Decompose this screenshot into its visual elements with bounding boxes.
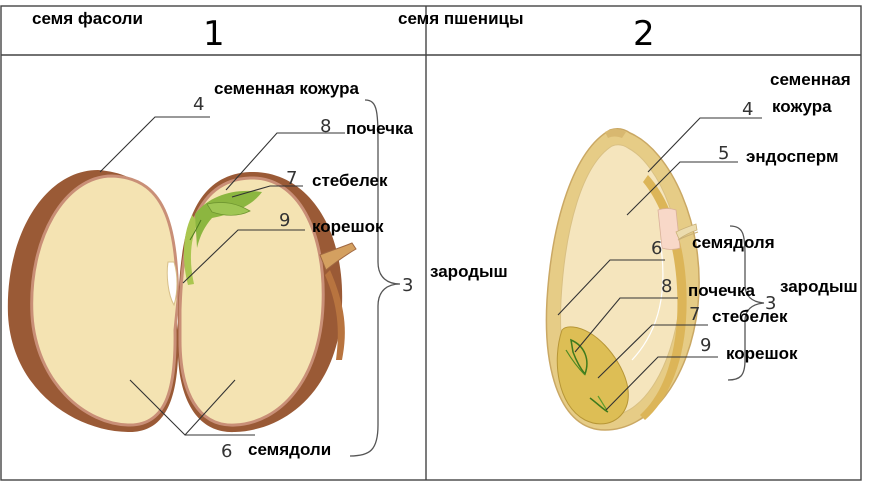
wheat-label-7: 7 bbox=[689, 304, 700, 325]
wheat-cotyledon-label: семядоля bbox=[692, 233, 775, 252]
table-grid bbox=[0, 5, 862, 481]
bean-title: семя фасоли bbox=[32, 9, 143, 28]
wheat-stem-label: стебелек bbox=[712, 307, 788, 326]
bean-label-6: 6 bbox=[221, 441, 232, 462]
wheat-embryo-brace bbox=[727, 225, 765, 381]
bean-right-cotyledon bbox=[178, 176, 325, 427]
wheat-number: 2 bbox=[633, 14, 655, 54]
wheat-label-8: 8 bbox=[661, 276, 672, 297]
bean-stem-label: стебелек bbox=[312, 171, 388, 190]
bean-left-cotyledon bbox=[30, 174, 180, 427]
wheat-label-9: 9 bbox=[700, 335, 711, 356]
bean-embryo-brace bbox=[349, 99, 401, 457]
wheat-root-label: корешок bbox=[726, 344, 798, 363]
bean-embryo-axis bbox=[183, 215, 198, 285]
bean-bud-label: почечка bbox=[346, 119, 414, 138]
wheat-label-5: 5 bbox=[718, 143, 729, 164]
wheat-seed-coat-label-line2: кожура bbox=[772, 97, 832, 116]
wheat-seed-coat-label-line1: семенная bbox=[770, 70, 851, 89]
bean-label-8: 8 bbox=[320, 116, 331, 137]
bean-root-label: корешок bbox=[312, 217, 384, 236]
wheat-title: семя пшеницы bbox=[398, 9, 523, 28]
wheat-label-3: 3 bbox=[765, 293, 776, 314]
wheat-endosperm-label: эндосперм bbox=[746, 147, 839, 166]
wheat-label-6: 6 bbox=[651, 238, 662, 259]
bean-cotyledons-label: семядоли bbox=[248, 440, 331, 459]
wheat-leader-lines bbox=[557, 117, 762, 411]
bean-label-4: 4 bbox=[193, 94, 204, 115]
bean-seed-illustration bbox=[7, 170, 357, 433]
wheat-embryo-label: зародыш bbox=[780, 277, 858, 296]
wheat-grain-illustration bbox=[545, 128, 700, 431]
bean-number: 1 bbox=[203, 14, 225, 54]
bean-seed-coat-label: семенная кожура bbox=[214, 79, 359, 98]
bean-leader-lines bbox=[99, 116, 345, 436]
bean-label-7: 7 bbox=[286, 168, 297, 189]
bean-label-3: 3 bbox=[402, 275, 413, 296]
bean-label-9: 9 bbox=[279, 210, 290, 231]
wheat-bud-label: почечка bbox=[688, 281, 756, 300]
wheat-label-4: 4 bbox=[742, 99, 753, 120]
bean-embryo-label: зародыш bbox=[430, 262, 508, 281]
